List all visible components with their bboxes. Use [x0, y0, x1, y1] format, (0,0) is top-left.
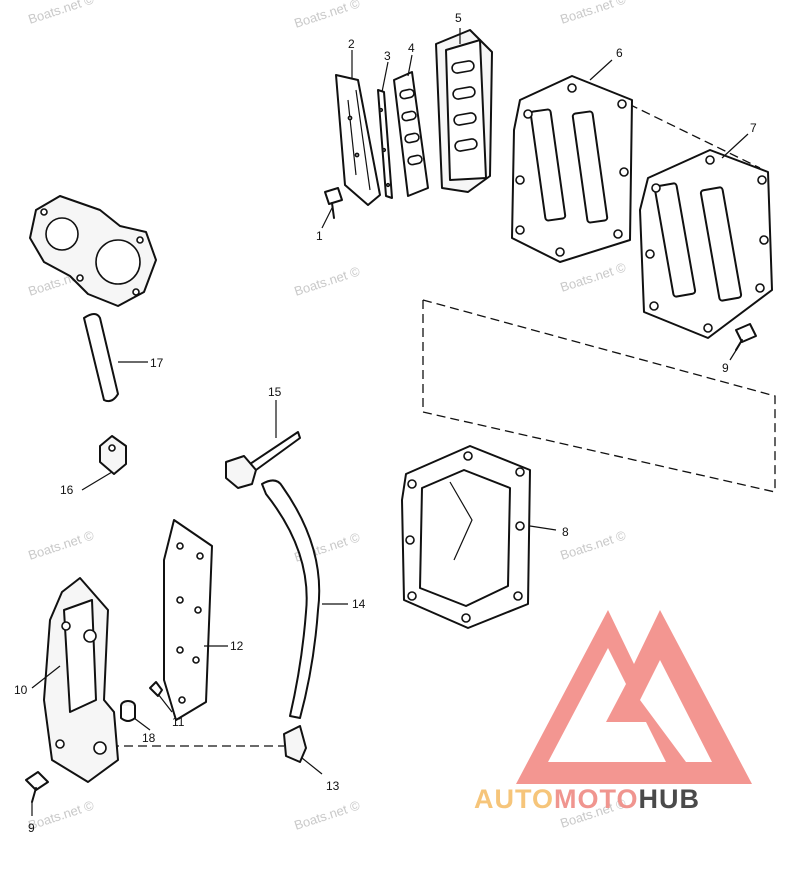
callout-labels: 1 2 3 4 5 6 7 8 9 9 10 11 12 13 14 15 16… [14, 11, 757, 835]
watermark-9: Boats.net © [558, 527, 628, 562]
part-4-reed-petals [393, 54, 429, 197]
callout-18: 18 [142, 731, 156, 745]
watermark-3: Boats.net © [558, 0, 628, 27]
watermark-5: Boats.net © [292, 263, 362, 298]
callout-15: 15 [268, 385, 282, 399]
watermark-7: Boats.net © [26, 527, 96, 562]
part-18-bushing [120, 700, 151, 731]
callout-4: 4 [408, 41, 415, 55]
dash-plate-outline [422, 299, 776, 492]
part-9-screw-upper [729, 323, 757, 361]
callout-5: 5 [455, 11, 462, 25]
part-8-lower-gasket [401, 445, 557, 629]
callout-8: 8 [562, 525, 569, 539]
callout-12: 12 [230, 639, 244, 653]
part-1-screw [321, 187, 343, 229]
callout-6: 6 [616, 46, 623, 60]
part-13-fitting [283, 725, 323, 775]
callout-16: 16 [60, 483, 74, 497]
callout-2: 2 [348, 37, 355, 51]
part-15-elbow-fitting [225, 400, 301, 489]
logo-triangle-icon [516, 610, 752, 784]
part-9-screw-lower [25, 771, 49, 816]
part-7-adapter-plate [639, 133, 773, 339]
callout-17: 17 [150, 356, 164, 370]
part-6-gasket [511, 59, 633, 263]
part-14-hose [261, 479, 348, 719]
logo-text-hub: HUB [639, 784, 701, 814]
part-3-strip [377, 61, 393, 199]
part-5-reed-block [435, 28, 493, 193]
watermark-10: Boats.net © [26, 797, 96, 832]
dash-plate-left [422, 300, 776, 493]
callout-1: 1 [316, 229, 323, 243]
watermark-2: Boats.net © [292, 0, 362, 31]
callout-9-upper: 9 [722, 361, 729, 375]
part-12-gasket [163, 519, 228, 721]
callout-10: 10 [14, 683, 28, 697]
part-11-spring [149, 681, 173, 713]
logo-text: AUTOMOTOHUB [474, 784, 700, 814]
callout-11: 11 [172, 715, 185, 729]
part-10-bracket [31, 577, 119, 783]
part-17-hose [83, 313, 148, 403]
callout-14: 14 [352, 597, 366, 611]
part-fuel-pump-cover [29, 195, 157, 307]
logo-text-auto: AUTO [474, 784, 554, 814]
callout-7: 7 [750, 121, 757, 135]
callout-3: 3 [384, 49, 391, 63]
automotohub-logo: AUTOMOTOHUB [474, 610, 752, 814]
watermark-1: Boats.net © [26, 0, 96, 27]
logo-text-moto: MOTO [554, 784, 639, 814]
watermark-11: Boats.net © [292, 797, 362, 832]
part-2-reed-plate [335, 50, 381, 206]
callout-13: 13 [326, 779, 340, 793]
part-16-fitting [81, 435, 127, 491]
callout-9-lower: 9 [28, 821, 35, 835]
watermark-6: Boats.net © [558, 259, 628, 294]
